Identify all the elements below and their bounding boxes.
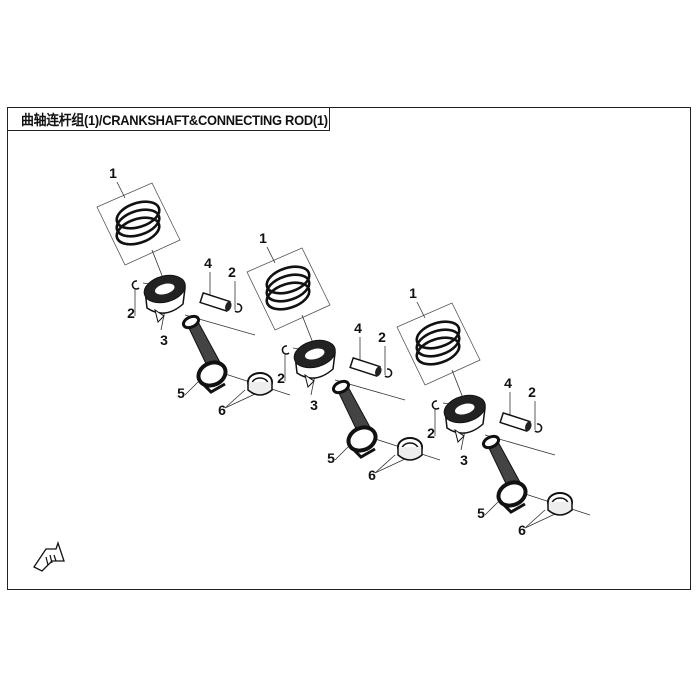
piston-ring xyxy=(115,216,161,246)
piston-ring xyxy=(415,336,461,366)
callout-piston-pin-clip: 2 xyxy=(378,329,386,345)
piston-rings xyxy=(115,200,161,246)
rod-body xyxy=(181,314,228,394)
clip-left xyxy=(431,400,440,410)
leader-line xyxy=(451,369,464,399)
callout-piston-pin: 4 xyxy=(354,320,362,336)
diagram-title: 曲轴连杆组(1)/CRANKSHAFT&CONNECTING ROD(1) xyxy=(21,112,328,128)
leader-line xyxy=(524,509,546,529)
clip-left xyxy=(131,280,140,290)
rod-body xyxy=(481,434,528,514)
leader-line xyxy=(416,301,426,319)
ring-set-box xyxy=(96,182,181,266)
callout-piston-pin: 4 xyxy=(204,255,212,271)
callout-piston-ring-set: 1 xyxy=(259,230,267,246)
callout-piston-pin-clip: 2 xyxy=(127,305,135,321)
rod-body xyxy=(331,379,378,459)
clip-right xyxy=(534,423,543,433)
callout-connecting-rod: 5 xyxy=(477,505,485,521)
piston-body xyxy=(143,274,186,323)
leader-line xyxy=(116,181,126,199)
callout-piston: 3 xyxy=(460,452,468,468)
callout-piston: 3 xyxy=(160,332,168,348)
piston-ring xyxy=(265,273,311,303)
leader-line xyxy=(484,501,499,516)
callout-piston-pin-clip: 2 xyxy=(427,425,435,441)
clip-left xyxy=(281,345,290,355)
callout-connecting-rod: 5 xyxy=(177,385,185,401)
leader-line xyxy=(524,513,556,529)
piston-ring xyxy=(265,281,311,311)
callout-connecting-rod-bearing: 6 xyxy=(518,522,526,538)
clip-right xyxy=(234,303,243,313)
leader-line xyxy=(374,454,396,474)
clip-right xyxy=(384,368,393,378)
callout-piston-ring-set: 1 xyxy=(109,165,117,181)
front-arrow-icon xyxy=(33,540,65,572)
leader-line xyxy=(224,393,256,409)
piston-ring xyxy=(115,200,161,230)
pin-body xyxy=(199,291,232,313)
ring-set-box xyxy=(396,302,481,386)
callout-connecting-rod: 5 xyxy=(327,450,335,466)
piston-body xyxy=(443,394,486,443)
leader-line xyxy=(374,458,406,474)
leader-line xyxy=(224,389,246,409)
leader-line xyxy=(334,446,349,461)
ring-set-box xyxy=(246,247,331,331)
piston-ring xyxy=(115,208,161,238)
title-box: 曲轴连杆组(1)/CRANKSHAFT&CONNECTING ROD(1) xyxy=(7,107,330,131)
bearing-body xyxy=(397,437,423,461)
leader-line xyxy=(301,314,314,344)
bearing-body xyxy=(247,372,273,396)
leader-line xyxy=(266,246,276,264)
piston-ring xyxy=(265,265,311,295)
callout-connecting-rod-bearing: 6 xyxy=(368,467,376,483)
pin-body xyxy=(499,411,532,433)
callout-piston: 3 xyxy=(310,397,318,413)
callout-connecting-rod-bearing: 6 xyxy=(218,402,226,418)
bearing-body xyxy=(547,492,573,516)
leader-line xyxy=(151,249,164,279)
callout-piston-pin-clip: 2 xyxy=(228,264,236,280)
piston-rings xyxy=(265,265,311,311)
callout-piston-pin-clip: 2 xyxy=(277,370,285,386)
pin-body xyxy=(349,356,382,378)
callout-piston-ring-set: 1 xyxy=(409,285,417,301)
callout-piston-pin: 4 xyxy=(504,375,512,391)
diagram-frame xyxy=(7,107,691,590)
piston-body xyxy=(293,339,336,388)
piston-rings xyxy=(415,320,461,366)
piston-ring xyxy=(415,328,461,358)
callout-piston-pin-clip: 2 xyxy=(528,384,536,400)
leader-line xyxy=(184,381,199,396)
piston-ring xyxy=(415,320,461,350)
